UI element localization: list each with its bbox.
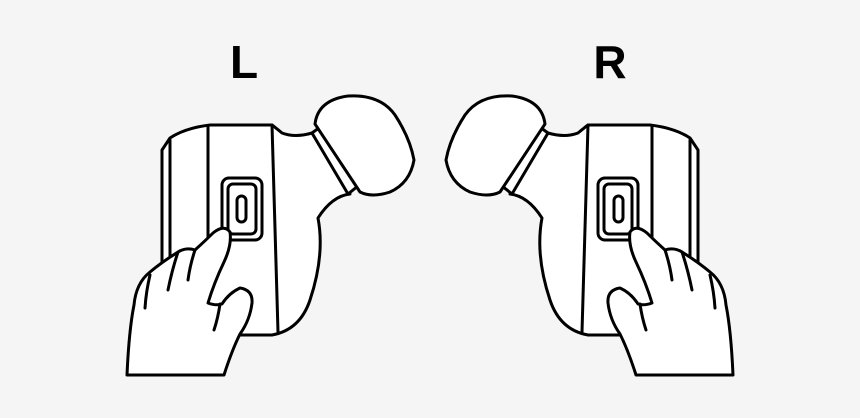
left-hand-outline (125, 226, 254, 377)
left-ear-tip (313, 94, 416, 197)
right-touch-button-indicator (612, 194, 625, 224)
right-hand-palm-line (708, 273, 717, 310)
right-earbud-label: R (593, 36, 626, 88)
right-hand (606, 226, 735, 377)
right-earbud-band-right (580, 123, 590, 334)
left-hand-knuckle-line (212, 302, 222, 332)
left-touch-button-inner (226, 182, 258, 236)
left-hand-palm-line (143, 273, 152, 310)
left-hand-thumb-crease (166, 250, 180, 292)
left-touch-button-indicator (235, 194, 248, 224)
left-hand (125, 226, 254, 377)
right-hand-outline (606, 226, 735, 377)
right-touch-button-inner (602, 182, 634, 236)
right-hand-knuckle-line (638, 302, 648, 332)
right-hand-thumb-crease (680, 250, 694, 292)
left-hand-finger-crease (186, 248, 197, 282)
right-hand-finger-crease (663, 248, 674, 282)
left-earbud-band-right (270, 123, 280, 334)
right-ear-tip (444, 94, 547, 197)
left-earbud-label: L (230, 36, 258, 88)
